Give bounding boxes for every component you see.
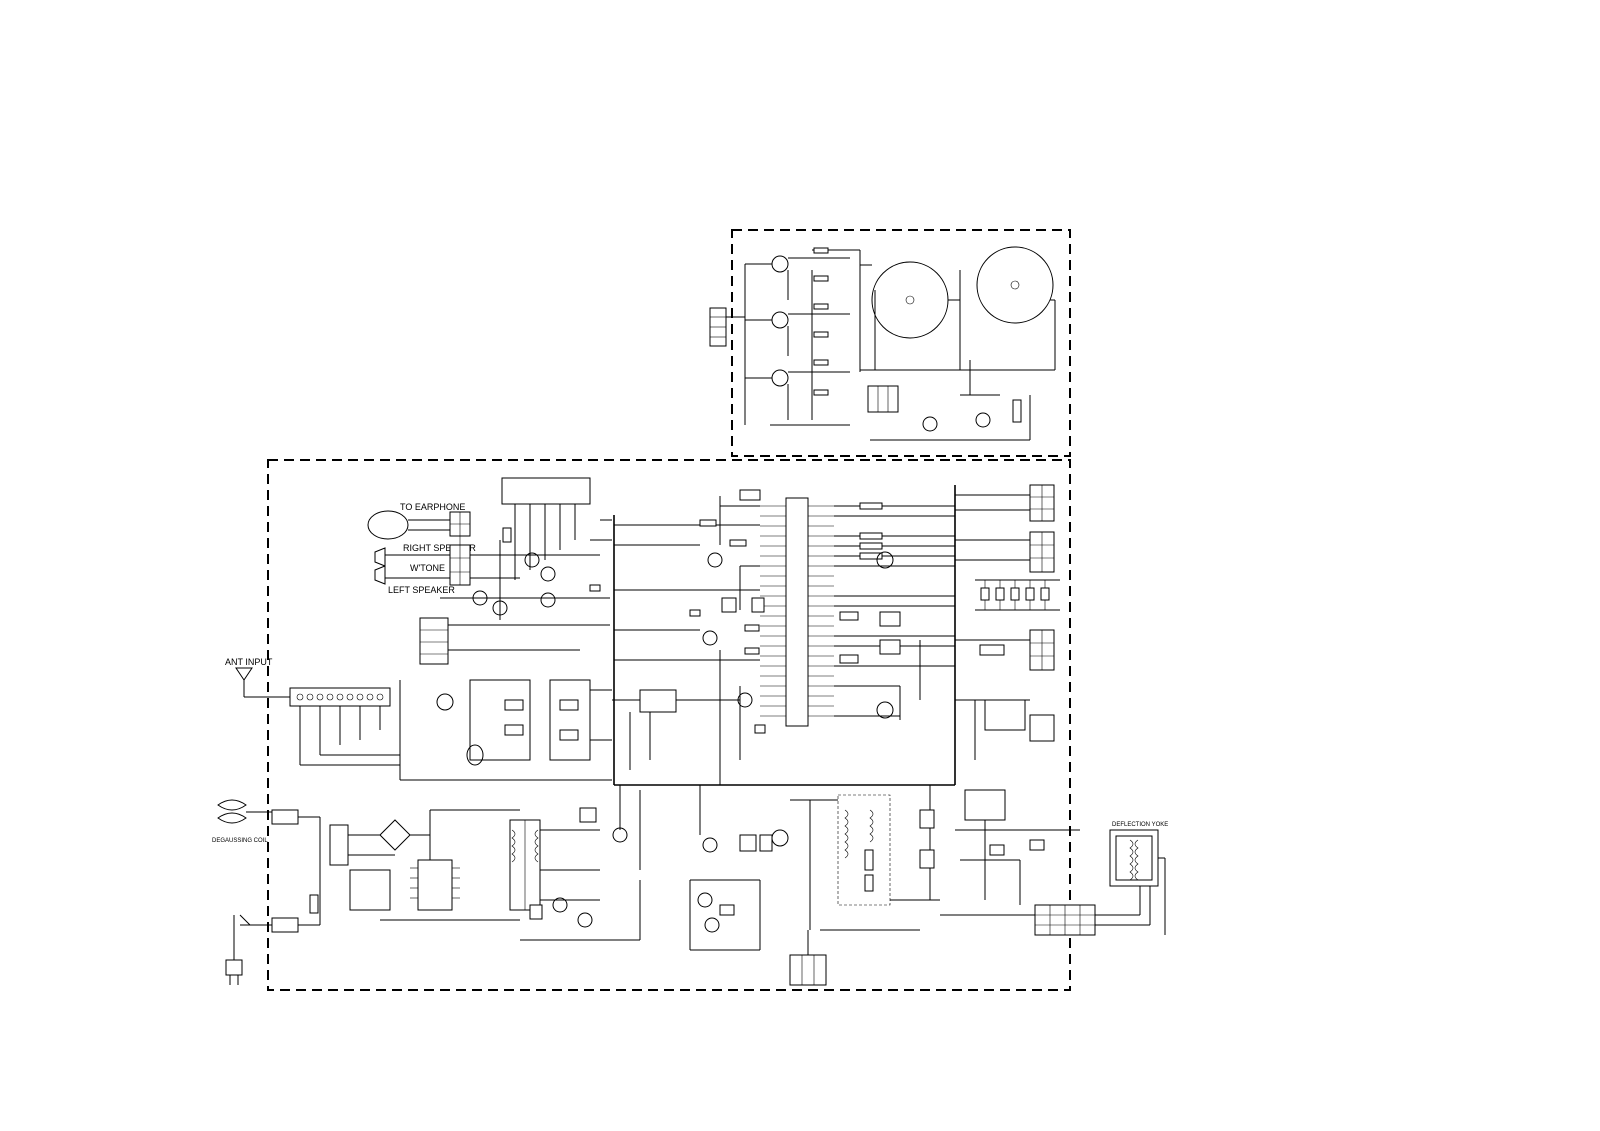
right-speaker-label: RIGHT SPEAKER <box>403 543 476 553</box>
transistor-icon <box>612 827 628 843</box>
transistor-icon <box>771 829 789 847</box>
main-ic-section <box>613 484 1060 786</box>
crt-socket-icon <box>976 246 1054 324</box>
degaussing-connector <box>271 809 299 825</box>
ic-pins-left <box>760 505 786 717</box>
transistor-icon <box>704 917 720 933</box>
saw-filter <box>549 679 591 761</box>
audio-section: TO EARPHONE RIGHT SPEAKER W'TONE LEFT SP… <box>367 477 612 620</box>
left-speaker-label: LEFT SPEAKER <box>388 585 455 595</box>
antenna-icon <box>235 667 253 681</box>
bottom-connector <box>789 954 827 986</box>
transistor-icon <box>771 369 789 387</box>
degaussing-coil-icon <box>217 799 247 811</box>
av-connector <box>419 617 449 665</box>
transistor-icon <box>702 630 718 646</box>
transistor-icon <box>771 311 789 329</box>
speaker-icon <box>374 547 386 567</box>
transistor-icon <box>552 897 568 913</box>
transistor-icon <box>697 892 713 908</box>
transistor-icon <box>922 416 938 432</box>
deflection-yoke-label: DEFLECTION YOKE <box>1112 822 1168 828</box>
vertical-section: DEFLECTION YOKE <box>940 789 1168 936</box>
transistor-icon <box>702 837 718 853</box>
pwm-ic <box>417 859 453 911</box>
speaker-mid-label: W'TONE <box>410 563 445 573</box>
tuner-module <box>289 687 391 707</box>
transistor-icon <box>771 255 789 273</box>
main-board-outline <box>267 459 1071 991</box>
transistor-icon <box>707 552 723 568</box>
bridge-rectifier-icon <box>379 819 411 851</box>
power-section: DEGAUSSING COIL <box>212 785 641 985</box>
tuner-section: ANT INPUT <box>225 617 753 781</box>
vertical-ic <box>964 789 1006 821</box>
power-connector <box>271 917 299 933</box>
ic-pins-right <box>808 505 834 717</box>
power-plug-icon <box>225 959 243 976</box>
earphone-jack-icon <box>367 510 409 540</box>
speaker-icon <box>374 565 386 585</box>
transistor-icon <box>524 552 540 568</box>
transistor-icon <box>876 701 894 719</box>
crt-board-outline <box>731 229 1071 457</box>
transistor-icon <box>975 412 991 428</box>
transistor-icon <box>540 592 556 608</box>
line-filter <box>329 824 349 866</box>
horizontal-section <box>689 785 940 986</box>
transistor-icon <box>876 551 894 569</box>
transistor-icon <box>737 692 753 708</box>
transistor-icon <box>540 566 556 582</box>
transistor-icon <box>577 912 593 928</box>
flyback-transformer <box>837 794 891 906</box>
ant-input-label: ANT INPUT <box>225 657 273 667</box>
transistor-icon <box>436 693 454 711</box>
earphone-label: TO EARPHONE <box>400 502 465 512</box>
right-connector <box>1029 714 1055 742</box>
deflection-yoke-box <box>1109 829 1159 887</box>
crt-board-connector <box>867 385 899 413</box>
audio-ic <box>501 477 591 505</box>
degaussing-label: DEGAUSSING COIL <box>212 838 268 844</box>
crt-socket-icon <box>871 261 949 339</box>
if-module <box>469 679 531 761</box>
coil-icon <box>1129 839 1134 881</box>
crt-board <box>709 229 1071 457</box>
main-ic <box>785 497 809 727</box>
small-ic <box>639 689 677 713</box>
